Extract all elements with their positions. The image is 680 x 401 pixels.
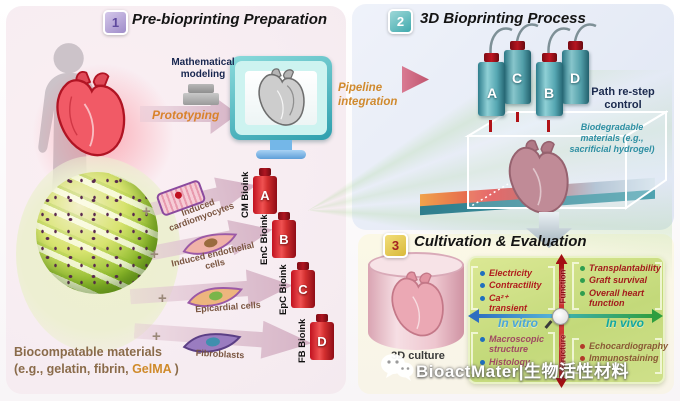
section1-title: Pre-bioprinting Preparation	[132, 11, 328, 28]
printhead-b	[536, 53, 563, 116]
bullet-icon	[580, 266, 585, 271]
monitor-screen	[245, 68, 317, 126]
step-badge-3: 3	[383, 233, 408, 258]
bioink-label-epc: EpC Bioink	[278, 264, 289, 316]
quadrant-item: Electricity	[489, 268, 533, 278]
printhead-letter-b: B	[544, 85, 555, 101]
plus-icon: +	[152, 328, 161, 345]
step-badge-2: 2	[388, 9, 413, 34]
monitor-stand	[256, 150, 306, 159]
in-vivo-label: In vivo	[606, 316, 645, 330]
bracket-icon	[548, 332, 555, 374]
plus-icon: +	[158, 290, 167, 307]
print-needle-icon	[489, 120, 492, 132]
printhead-letter-c: C	[512, 70, 523, 86]
bioink-bottle-d: D	[310, 314, 334, 360]
gelma-label: GelMA	[132, 361, 172, 376]
endothelial-cell-icon	[182, 233, 238, 255]
monitor	[230, 56, 332, 140]
quadrant-item: Immunostaining	[589, 353, 659, 364]
bracket-icon	[471, 266, 478, 310]
axis-arrowhead-up-icon	[555, 254, 568, 264]
printhead-letter-d: D	[570, 70, 581, 86]
bullet-icon	[480, 295, 485, 301]
in-vitro-label: In vitro	[498, 316, 539, 330]
bullet-icon	[580, 344, 585, 349]
quadrant-item: Graft survival	[589, 275, 648, 286]
step-badge-1: 1	[103, 10, 128, 35]
modeling-device-icon	[188, 84, 214, 93]
wechat-icon	[381, 354, 414, 381]
materials-line1: Biocompatable materials	[14, 345, 162, 359]
modeling-device-base-icon	[183, 93, 219, 105]
quadrant-vivo-structure-list: Echocardiography Immunostaining	[580, 341, 668, 366]
cultured-heart-icon	[391, 271, 444, 337]
materials-line2: (e.g., gelatin, fibrin, GelMA )	[14, 361, 179, 376]
bioink-bottle-c: C	[291, 262, 315, 308]
printhead-a	[478, 53, 505, 116]
bullet-icon	[480, 337, 485, 342]
section2-title: 3D Bioprinting Process	[420, 10, 586, 27]
bracket-icon	[548, 266, 555, 310]
biomaterial-scaffold-icon	[36, 172, 158, 294]
epicardial-cell-icon	[186, 287, 244, 307]
quadrant-vivo-function-list: Transplantability Graft survival Overall…	[580, 263, 661, 310]
path-restep-label: Path re-step control	[591, 86, 655, 112]
quadrant-item: Overall heart function	[589, 287, 645, 309]
materials-caption: Biocompatable materials (e.g., gelatin, …	[14, 344, 214, 378]
quadrant-item: Contractility	[489, 280, 542, 291]
bracket-icon	[655, 338, 662, 374]
in-vitro-axis	[476, 314, 558, 318]
bioink-label-enc: EnC Bioink	[259, 214, 270, 266]
bioink-bottle-b: B	[272, 212, 296, 258]
math-modeling-label: Mathematical modeling	[171, 57, 235, 80]
prototyping-label: Prototyping	[152, 108, 220, 122]
printhead-c	[504, 41, 531, 104]
bioink-bottle-a: A	[253, 168, 277, 214]
plus-icon: +	[150, 246, 159, 263]
quadrant-vitro-structure-list: Macroscopic structure Histology	[480, 334, 548, 369]
bullet-icon	[480, 359, 485, 365]
bullet-icon	[480, 271, 485, 276]
bullet-icon	[480, 283, 485, 289]
biodegradable-label: Biodegradable materials (e.g., sacrifici…	[569, 122, 655, 154]
quadrant-item: Histology	[489, 356, 531, 367]
axis-arrowhead-down-icon	[555, 378, 568, 388]
monitor-neck	[270, 140, 292, 152]
bullet-icon	[580, 290, 585, 296]
printhead-letter-a: A	[487, 85, 498, 101]
quadrant-item: Transplantability	[589, 263, 661, 273]
quadrant-item: Echocardiography	[589, 341, 669, 351]
3d-culture-label: 3D culture	[391, 350, 445, 362]
section3-title: Cultivation & Evaluation	[414, 233, 587, 250]
quadrant-item: Ca²⁺ transient	[489, 292, 528, 314]
bracket-icon	[471, 332, 478, 374]
fibroblast-icon	[182, 333, 242, 353]
print-needle-icon	[547, 120, 550, 132]
plus-icon: +	[142, 203, 151, 220]
quadrant-vitro-function-list: Electricity Contractility Ca²⁺ transient	[480, 268, 548, 315]
heart-icon	[56, 71, 126, 157]
digital-heart-model-icon	[258, 68, 305, 126]
bracket-icon	[572, 262, 579, 310]
axis-arrowhead-left-icon	[468, 309, 479, 323]
bullet-icon	[580, 356, 585, 362]
printhead-d	[562, 41, 589, 104]
watermark-brand: BioactMater|生物活性材料	[416, 362, 630, 381]
bioink-label-fb: FB Bioink	[297, 318, 308, 364]
quadrant-item: Macroscopic structure	[489, 334, 545, 355]
axis-arrowhead-right-icon	[652, 309, 663, 323]
print-needle-icon	[516, 112, 519, 122]
pipeline-integration-label: Pipeline integration	[338, 82, 398, 108]
bioink-label-cm: CM Bioink	[240, 171, 251, 219]
in-vivo-axis	[568, 314, 654, 318]
magnifier-icon	[552, 308, 569, 325]
bracket-icon	[655, 262, 662, 310]
monitor-bezel	[235, 61, 327, 135]
bracket-icon	[572, 338, 579, 374]
bullet-icon	[580, 278, 585, 284]
